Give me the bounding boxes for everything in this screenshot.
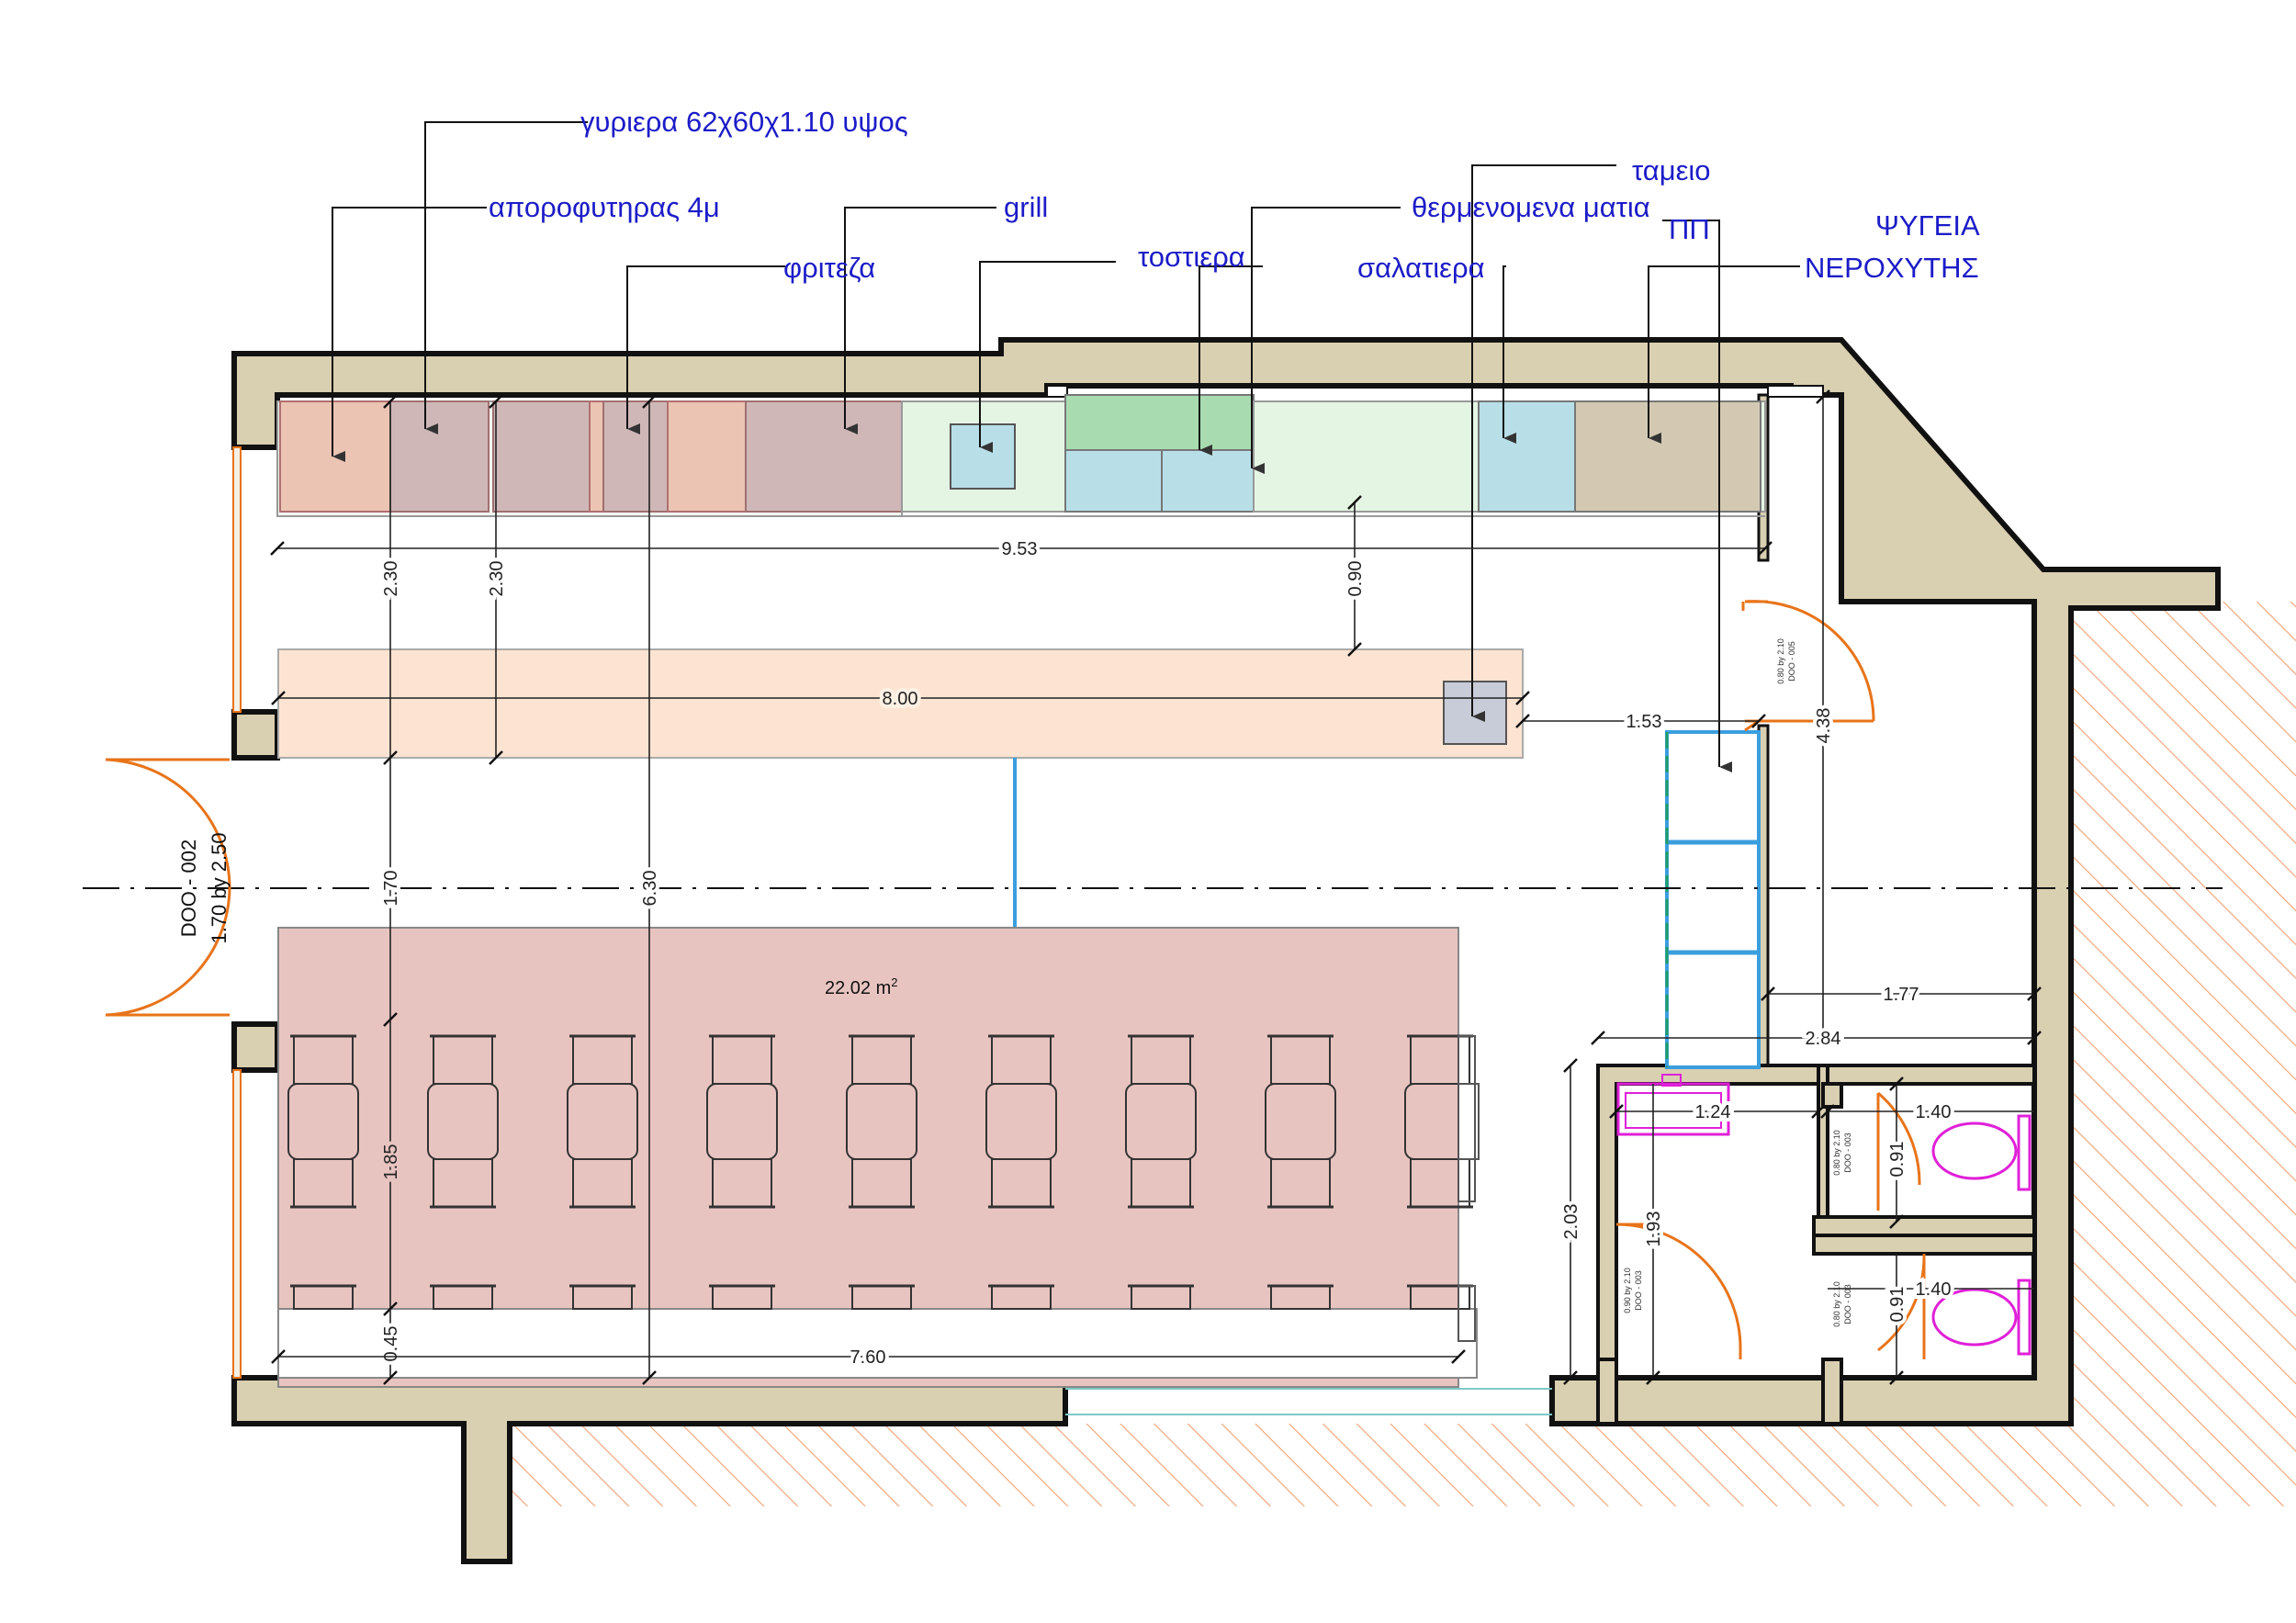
dining-table [287, 1083, 359, 1160]
label-tostiera: τοστιερα [1138, 241, 1245, 273]
dim-203: 2.03 [1561, 1204, 1581, 1240]
label-psygeia: ΨΥΓΕΙΑ [1875, 209, 1980, 242]
kitchen-counter [276, 394, 1766, 517]
door-005-tag-1: 0.80 by 2.10 [1776, 638, 1785, 684]
dining-table [1125, 1083, 1197, 1160]
dining-table [706, 1083, 778, 1160]
glazing [232, 385, 1824, 1415]
door-main-tag-2: 1.70 by 2.50 [208, 832, 231, 943]
dim-091a: 0.91 [1887, 1142, 1908, 1178]
dining-chair [1458, 1035, 1476, 1202]
area-sup: 2 [891, 975, 897, 989]
service-counter [277, 648, 1524, 759]
dining-table [1265, 1083, 1336, 1160]
dim-193: 1.93 [1644, 1212, 1664, 1247]
dim-140b: 1.40 [1916, 1279, 1952, 1300]
door-main-tag-1: DOO - 002 [177, 840, 200, 937]
label-grill: grill [1004, 191, 1048, 223]
door-003c-tag-2: DOO - 003 [1843, 1284, 1852, 1324]
dim-284: 2.84 [1806, 1029, 1841, 1049]
door-tags: DOO - 002 1.70 by 2.50 0.80 by 2.10 DOO … [177, 638, 1852, 1327]
fridges [1665, 730, 1761, 1069]
door-003c-tag-1: 0.80 by 2.10 [1832, 1281, 1841, 1327]
dim-230b: 2.30 [487, 561, 507, 597]
dim-630: 6.30 [640, 871, 660, 907]
wc-fixtures [1616, 1074, 2032, 1356]
dim-153: 1.53 [1626, 712, 1662, 732]
dining-table [567, 1083, 638, 1160]
ground-hatch [464, 602, 2296, 1506]
dim-124: 1.24 [1695, 1102, 1731, 1122]
dining-chair [1458, 1285, 1476, 1342]
label-gyriera: γυριερα 62χ60χ1.10 υψος [580, 106, 908, 138]
label-aporofitiras: απορoφυτηρας 4μ [489, 191, 720, 223]
door-003b-tag-2: DOO - 003 [1843, 1133, 1852, 1173]
dim-090: 0.90 [1345, 561, 1366, 597]
dim-230a: 2.30 [381, 561, 401, 597]
dining-table [985, 1083, 1057, 1160]
dim-140a: 1.40 [1916, 1102, 1952, 1122]
label-nerochytis: ΝΕΡΟΧΥΤΗΣ [1805, 252, 1979, 284]
dimension-lines: 9.53 8.00 1.53 0.90 2.30 2.30 1.70 6. [270, 389, 2042, 1385]
walls [231, 337, 2221, 1564]
dim-177: 1.77 [1884, 985, 1919, 1005]
dim-800: 8.00 [883, 689, 918, 709]
area-value: 22.02 m [825, 978, 891, 998]
door-003a-tag-1: 0.90 by 2.10 [1623, 1268, 1632, 1313]
dim-091b: 0.91 [1887, 1287, 1908, 1323]
dining-table [846, 1083, 917, 1160]
dim-953: 9.53 [1002, 539, 1038, 559]
equipment-labels: γυριερα 62χ60χ1.10 υψος απορoφυτηρας 4μ … [489, 106, 1980, 284]
door-005-tag-2: DOO - 005 [1787, 641, 1796, 682]
area-label: 22.02 m2 [825, 975, 898, 998]
dim-185: 1.85 [381, 1144, 401, 1180]
dim-438: 4.38 [1814, 708, 1834, 744]
label-salatiera: σαλατιερα [1357, 252, 1485, 284]
label-thermenomena: θερμενομενα ματια [1412, 191, 1650, 223]
dim-045: 0.45 [381, 1326, 401, 1362]
label-friteza: φριτεζα [783, 252, 875, 284]
label-tameio: ταμειο [1632, 154, 1711, 186]
dim-760: 7.60 [850, 1347, 886, 1368]
door-003a-tag-2: DOO - 003 [1634, 1270, 1643, 1311]
doors [105, 600, 1926, 1359]
leader-lines [332, 121, 1800, 772]
door-003b-tag-1: 0.80 by 2.10 [1832, 1130, 1841, 1176]
dining-area [277, 927, 1480, 1388]
dining-table [427, 1083, 499, 1160]
label-pp: ΠΠ [1669, 213, 1710, 245]
dim-170: 1.70 [381, 871, 401, 907]
